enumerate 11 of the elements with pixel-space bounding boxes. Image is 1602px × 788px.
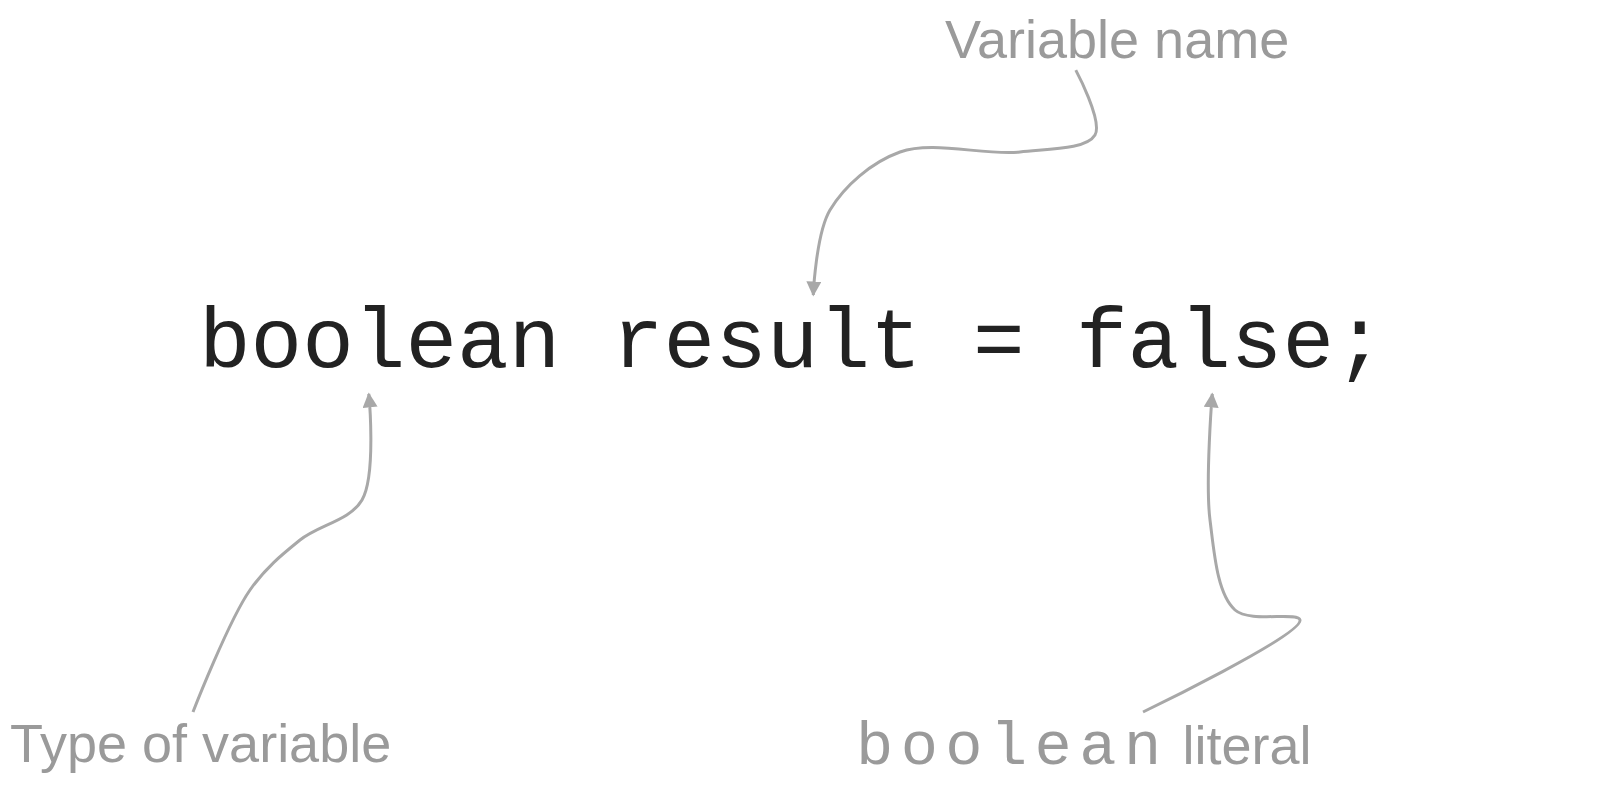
leader-arrow <box>1142 392 1302 714</box>
code-literal: false; <box>1076 295 1386 394</box>
code-keyword: boolean <box>856 712 1169 783</box>
annotation-text: literal <box>1182 715 1312 775</box>
annotation-text: Type of variable <box>10 712 392 775</box>
leader-arrow <box>806 69 1098 297</box>
annotation-text: Variable name <box>945 8 1290 71</box>
code-operator: = <box>973 295 1025 394</box>
code-identifier: result <box>612 295 922 394</box>
code-keyword: boolean <box>199 295 561 394</box>
leader-arrow <box>191 392 378 713</box>
